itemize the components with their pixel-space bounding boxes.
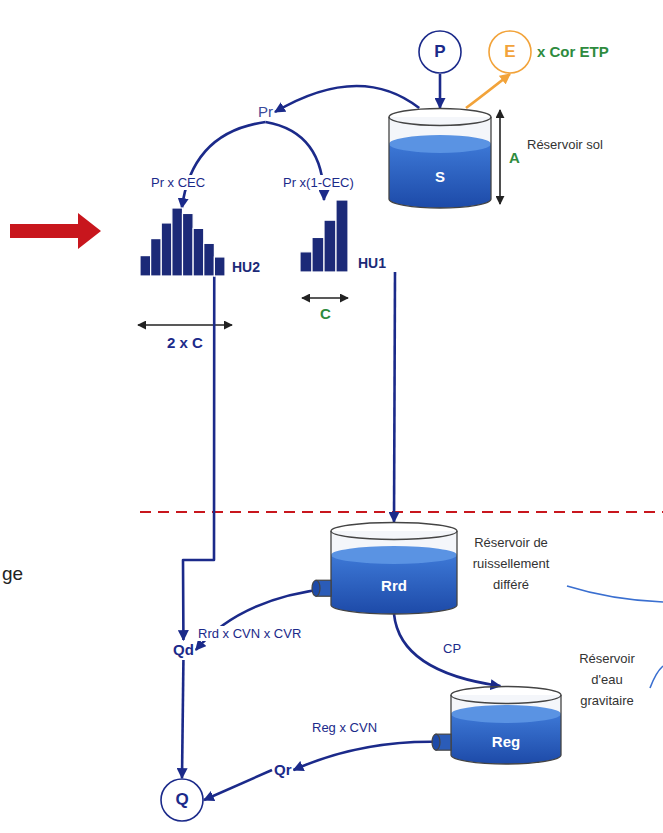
node-label: E bbox=[504, 42, 515, 62]
reservoir-caption: Réservoir sol bbox=[527, 137, 603, 152]
cut-text: ge bbox=[2, 563, 23, 584]
flow-arrow bbox=[439, 74, 442, 108]
hydrograph-label: HU2 bbox=[232, 259, 260, 275]
reservoir-name: S bbox=[435, 168, 445, 185]
reservoir-name: Reg bbox=[492, 733, 520, 750]
text-holder: 2 x C bbox=[167, 334, 203, 352]
text-holder: Reg bbox=[450, 733, 562, 751]
text-holder: Reg x CVN bbox=[310, 718, 379, 736]
flow-arrow bbox=[183, 276, 214, 640]
flow-arrow bbox=[275, 86, 419, 112]
input-circle: E bbox=[488, 30, 532, 74]
flow-arrow bbox=[182, 660, 183, 778]
text-holder: ge bbox=[2, 563, 23, 585]
unit-hydrograph: HU2 bbox=[140, 208, 275, 276]
shape-outline bbox=[450, 686, 562, 764]
text-holder: x Cor ETP bbox=[537, 43, 609, 61]
gravity-reservoir: RegRéservoir d'eau gravitaire bbox=[450, 686, 562, 764]
text-holder: Pr x(1-CEC) bbox=[281, 173, 356, 191]
parameter-label: x Cor ETP bbox=[537, 43, 609, 60]
output-circle: Q bbox=[160, 778, 204, 822]
text-holder: C bbox=[320, 305, 331, 323]
shape-outline bbox=[388, 108, 492, 208]
edge-label: Reg x CVN bbox=[310, 720, 379, 735]
node-label: Q bbox=[175, 790, 188, 810]
parameter-label: C bbox=[320, 305, 331, 322]
edge-label: CP bbox=[441, 641, 463, 656]
text-holder: Rrd bbox=[330, 577, 458, 595]
edge-label: Pr x CEC bbox=[149, 175, 207, 190]
flow-label: Qr bbox=[274, 761, 292, 778]
text-holder: HU1 bbox=[358, 254, 386, 272]
parameter-label: 2 x C bbox=[167, 334, 203, 351]
flow-arrow bbox=[204, 770, 272, 800]
input-circle: P bbox=[418, 30, 462, 74]
separator-line bbox=[140, 511, 663, 513]
text-holder: A bbox=[509, 149, 520, 167]
flow-arrow bbox=[394, 272, 395, 522]
reservoir-caption: Réservoir d'eau gravitaire bbox=[579, 651, 635, 708]
flow-label: Qd bbox=[173, 641, 194, 658]
soil-reservoir: SRéservoir sol bbox=[388, 108, 492, 208]
red-arrow bbox=[10, 213, 101, 249]
text-holder: Réservoir sol bbox=[527, 134, 603, 155]
dimension-arrow bbox=[138, 324, 232, 326]
shape-outline bbox=[330, 522, 458, 614]
flow-label: Pr bbox=[256, 102, 275, 122]
dimension-arrow bbox=[302, 297, 348, 299]
leader-line bbox=[567, 586, 663, 602]
unit-hydrograph: HU1 bbox=[300, 200, 400, 272]
text-holder: HU2 bbox=[232, 258, 260, 276]
edge-label: Rrd x CVN x CVR bbox=[196, 626, 303, 641]
text-holder: Rrd x CVN x CVR bbox=[196, 624, 303, 642]
flow-arrow bbox=[466, 74, 510, 108]
text-holder: Réservoir de ruissellement différé bbox=[462, 532, 560, 594]
parameter-label: A bbox=[509, 149, 520, 166]
hydrograph-label: HU1 bbox=[358, 255, 386, 271]
dimension-arrow bbox=[499, 110, 501, 204]
flow-arrow bbox=[294, 742, 450, 770]
text-holder: CP bbox=[441, 639, 463, 657]
flow-arrow bbox=[394, 614, 500, 686]
text-holder: Réservoir d'eau gravitaire bbox=[566, 648, 648, 710]
routing-reservoir: RrdRéservoir de ruissellement différé bbox=[330, 522, 458, 614]
edge-label: Pr x(1-CEC) bbox=[281, 175, 356, 190]
leader-line bbox=[650, 666, 663, 688]
reservoir-name: Rrd bbox=[381, 577, 407, 594]
flow-label: Pr bbox=[258, 103, 273, 120]
flow-arrow bbox=[182, 122, 266, 208]
flow-label: Qd bbox=[171, 640, 196, 660]
flow-arrow bbox=[196, 588, 330, 650]
node-label: P bbox=[434, 42, 445, 62]
text-holder: S bbox=[388, 168, 492, 186]
text-holder: Pr x CEC bbox=[149, 173, 207, 191]
flow-label: Qr bbox=[272, 760, 294, 780]
reservoir-caption: Réservoir de ruissellement différé bbox=[473, 535, 550, 592]
